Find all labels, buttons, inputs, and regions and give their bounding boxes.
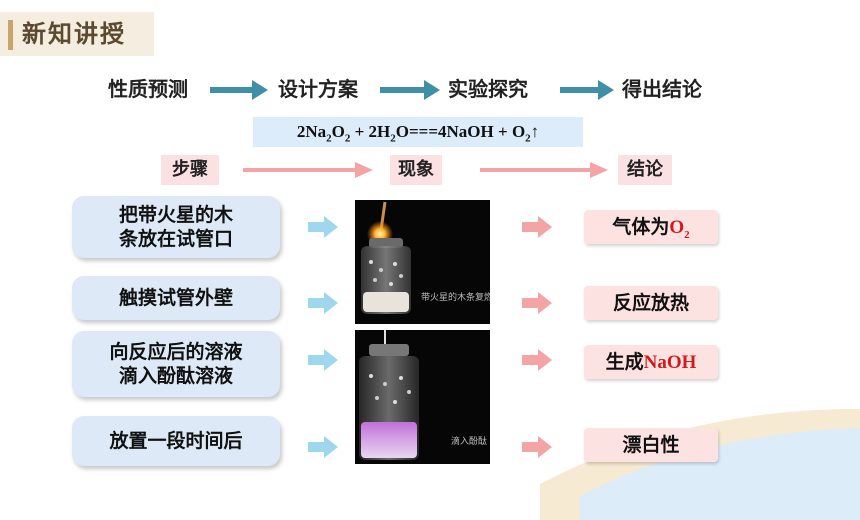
flow-step-experiment: 实验探究 bbox=[448, 77, 528, 101]
blue-arrow-icon bbox=[308, 216, 338, 238]
pink-arrow-icon bbox=[480, 162, 608, 178]
experiment-photo-phenolphthalein: 滴入酚酞 bbox=[355, 330, 490, 464]
flow-arrow-icon bbox=[210, 80, 268, 100]
header-band bbox=[0, 12, 154, 56]
conclusion-exothermic: 反应放热 bbox=[584, 286, 718, 320]
step-box-touch-tube: 触摸试管外壁 bbox=[72, 276, 280, 320]
chemical-equation: 2Na2O2 + 2H2O===4NaOH + O2↑ bbox=[253, 117, 583, 147]
blue-arrow-icon bbox=[308, 292, 338, 314]
photo-caption: 带火星的木条复燃 bbox=[421, 293, 490, 303]
pink-arrow-icon bbox=[243, 162, 373, 178]
pink-arrow-icon bbox=[522, 349, 552, 371]
flow-arrow-icon bbox=[560, 80, 614, 100]
flow-step-conclusion: 得出结论 bbox=[622, 77, 702, 101]
pink-arrow-icon bbox=[522, 216, 552, 238]
flow-step-prediction: 性质预测 bbox=[108, 77, 188, 101]
glowing-splint-jar-icon bbox=[361, 201, 411, 314]
step-box-stand: 放置一段时间后 bbox=[72, 416, 280, 466]
blue-arrow-icon bbox=[308, 349, 338, 371]
conclusion-bleaching: 漂白性 bbox=[584, 428, 718, 462]
step-box-phenolphthalein: 向反应后的溶液滴入酚酞溶液 bbox=[72, 331, 280, 397]
flow-step-design: 设计方案 bbox=[278, 77, 358, 101]
pink-arrow-icon bbox=[522, 436, 552, 458]
header-accent-bar bbox=[8, 20, 13, 50]
column-header-steps: 步骤 bbox=[161, 155, 219, 185]
step-box-splint: 把带火星的木条放在试管口 bbox=[72, 196, 280, 258]
column-header-phenomena: 现象 bbox=[390, 155, 442, 185]
pink-arrow-icon bbox=[522, 292, 552, 314]
phenolphthalein-jar-icon bbox=[359, 330, 419, 460]
blue-arrow-icon bbox=[308, 436, 338, 458]
flow-arrow-icon bbox=[380, 80, 440, 100]
column-header-conclusions: 结论 bbox=[618, 155, 672, 185]
photo-caption: 滴入酚酞 bbox=[451, 437, 488, 447]
experiment-photo-splint: 带火星的木条复燃 bbox=[355, 200, 490, 324]
conclusion-naoh: 生成NaOH bbox=[584, 345, 718, 379]
page-title: 新知讲授 bbox=[22, 19, 126, 48]
conclusion-gas-oxygen: 气体为O2 bbox=[584, 210, 718, 244]
